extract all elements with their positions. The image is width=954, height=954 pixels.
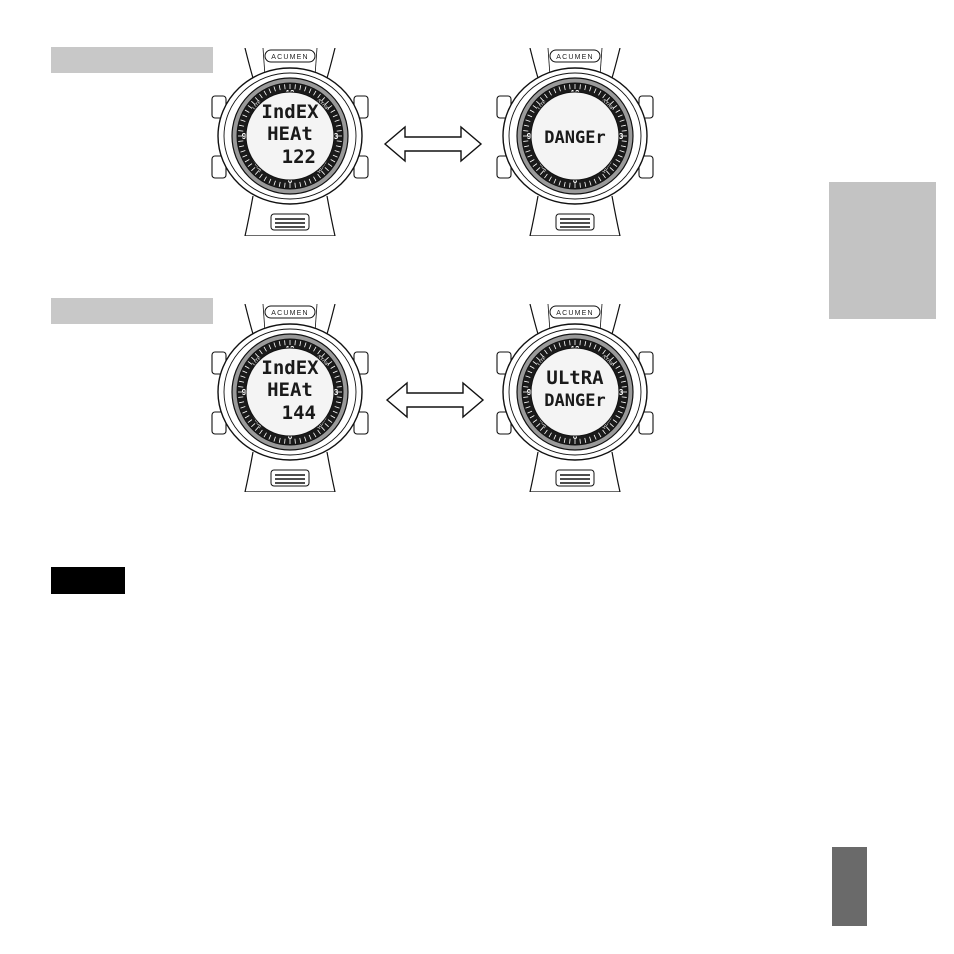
lcd-line: HEAt — [267, 379, 313, 401]
lcd-line: DANGEr — [544, 391, 605, 411]
double-headed-arrow-icon — [385, 380, 485, 420]
dial-number: 6 — [573, 432, 578, 441]
lcd-line: 144 — [282, 402, 316, 424]
dial-number: 3 — [619, 132, 624, 141]
brand-logo: ACUMEN — [271, 310, 309, 317]
dial-number: 6 — [288, 432, 293, 441]
lcd-display — [530, 347, 620, 437]
page-index-tab — [832, 847, 867, 926]
lcd-line: HEAt — [267, 123, 313, 145]
lcd-line: ULtRA — [546, 367, 604, 389]
dial-number: 6 — [288, 176, 293, 185]
dial-number: 3 — [334, 388, 339, 397]
watch-illustration: ACUMEN12693LITEST/SPMODERESETIndEXHEAt14… — [205, 304, 375, 492]
watch-illustration: ACUMEN12693LITEST/SPMODERESETULtRADANGEr — [490, 304, 660, 492]
lcd-line: DANGEr — [544, 128, 605, 148]
double-headed-arrow-icon — [383, 124, 483, 164]
dial-number: 6 — [573, 176, 578, 185]
lcd-display — [245, 347, 335, 437]
brand-logo: ACUMEN — [271, 54, 309, 61]
brand-logo: ACUMEN — [556, 310, 594, 317]
dial-number: 3 — [619, 388, 624, 397]
watch-illustration: ACUMEN12693LITEST/SPMODERESETIndEXHEAt12… — [205, 48, 375, 236]
brand-logo: ACUMEN — [556, 54, 594, 61]
section-label-bar-2 — [51, 298, 213, 324]
dial-number: 9 — [527, 388, 532, 397]
note-label-box — [51, 567, 125, 594]
strap-keeper — [555, 213, 595, 231]
dial-number: 9 — [242, 388, 247, 397]
strap-keeper — [270, 213, 310, 231]
strap-keeper — [270, 469, 310, 487]
section-side-tab — [829, 182, 936, 319]
lcd-line: 122 — [282, 146, 316, 168]
dial-number: 3 — [334, 132, 339, 141]
lcd-display — [530, 91, 620, 181]
watch-illustration: ACUMEN12693LITEST/SPMODERESETDANGEr — [490, 48, 660, 236]
dial-number: 9 — [527, 132, 532, 141]
lcd-line: IndEX — [261, 357, 319, 379]
lcd-display — [245, 91, 335, 181]
lcd-line: IndEX — [261, 101, 319, 123]
section-label-bar-1 — [51, 47, 213, 73]
strap-keeper — [555, 469, 595, 487]
dial-number: 9 — [242, 132, 247, 141]
